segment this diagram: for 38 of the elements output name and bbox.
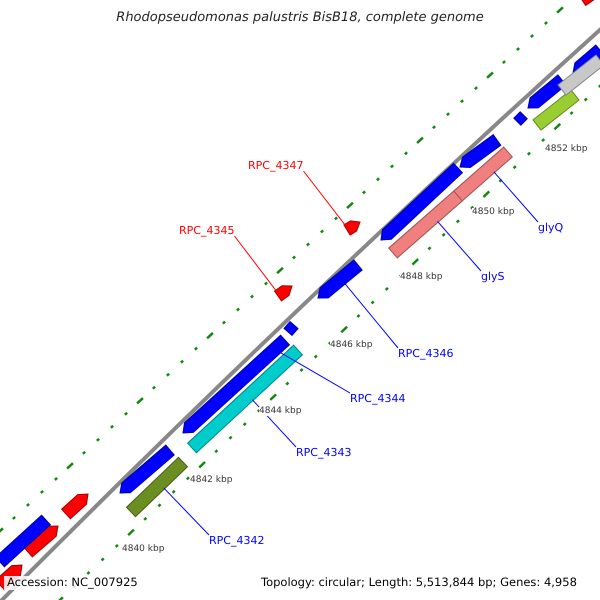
title: Rhodopseudomonas palustris BisB18, complete genome (115, 11, 485, 24)
gene-feature (60, 493, 89, 520)
gene-feature (380, 162, 464, 241)
gene-feature (0, 514, 52, 568)
tick-label: 4840 kbp (122, 545, 164, 554)
leader-line (279, 352, 350, 394)
gene-feature (532, 89, 580, 131)
gene-feature (119, 444, 175, 494)
leader-line (493, 171, 538, 222)
tick-label: 4844 kbp (259, 407, 302, 416)
gene-label: RPC_4342 (209, 535, 264, 546)
gene-feature (453, 146, 513, 202)
leader-line (344, 282, 398, 348)
leader-line (234, 236, 277, 292)
gene-feature (317, 259, 363, 298)
gene-feature (459, 134, 502, 168)
leader-line (436, 220, 482, 272)
gene-feature (557, 54, 600, 96)
gene-feature (388, 190, 463, 259)
tick-label: 4848 kbp (400, 273, 442, 282)
gene-feature (343, 220, 361, 236)
gene-feature (283, 320, 299, 336)
gene-label: glyQ (538, 222, 564, 233)
gene-label: RPC_4346 (398, 348, 454, 359)
gene-feature (274, 285, 293, 302)
tick-label: 4846 kbp (330, 341, 372, 350)
gene-label: RPC_4344 (350, 393, 406, 404)
tick-label: 4852 kbp (545, 145, 588, 154)
leader-line (302, 170, 346, 226)
gene-feature (513, 111, 528, 126)
tick-label: 4842 kbp (190, 476, 232, 485)
leader-line (163, 488, 210, 536)
gene-label: RPC_4345 (179, 225, 234, 236)
tick-label: 4850 kbp (472, 208, 514, 217)
gene-feature (126, 456, 188, 518)
gene-label: RPC_4343 (296, 447, 352, 458)
gene-label: glyS (481, 271, 505, 282)
gene-label: RPC_4347 (248, 160, 304, 171)
